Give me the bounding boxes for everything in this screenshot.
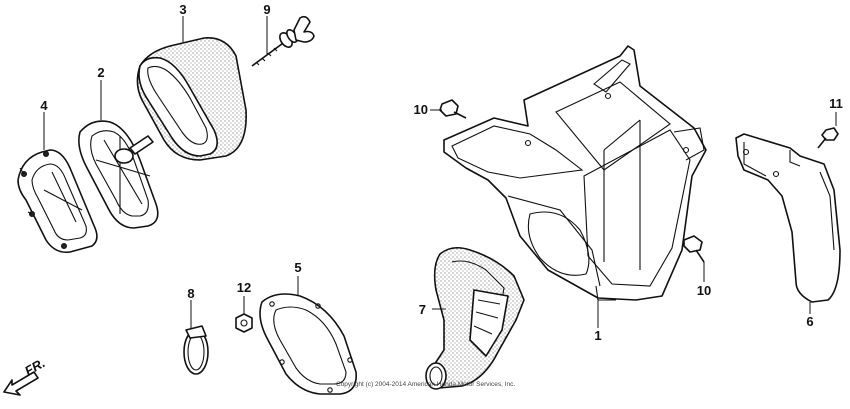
copyright-notice: Copyright (c) 2004-2014 American Honda M… bbox=[336, 381, 515, 388]
part-8-hose-clamp[interactable] bbox=[183, 325, 209, 375]
part-9-wing-bolt[interactable] bbox=[251, 15, 315, 67]
leader-lines bbox=[43, 16, 837, 328]
callout-5: 5 bbox=[294, 260, 301, 275]
part-6-mud-guard[interactable] bbox=[735, 133, 841, 303]
part-1-air-cleaner-case[interactable] bbox=[443, 45, 707, 301]
callout-1: 1 bbox=[594, 328, 601, 343]
front-direction-indicator: FR. bbox=[3, 355, 48, 396]
part-10-lower-flange-bolt[interactable] bbox=[683, 235, 705, 263]
part-5-gasket[interactable] bbox=[259, 293, 357, 395]
callout-11: 11 bbox=[829, 96, 843, 111]
part-4-filter-cage-base[interactable] bbox=[17, 149, 98, 254]
callout-8: 8 bbox=[187, 286, 194, 301]
part-10-upper-flange-bolt[interactable] bbox=[439, 99, 467, 119]
callout-4: 4 bbox=[40, 98, 48, 113]
part-11-screw[interactable] bbox=[817, 127, 839, 149]
callout-labels: 3 2 4 9 10 1 10 11 6 7 5 12 8 bbox=[40, 2, 842, 343]
part-7-connecting-tube[interactable] bbox=[425, 246, 525, 390]
callout-3: 3 bbox=[179, 2, 186, 17]
part-3-foam-filter-element[interactable] bbox=[136, 37, 247, 161]
callout-6: 6 bbox=[806, 314, 813, 329]
callout-10-upper: 10 bbox=[414, 102, 428, 117]
callout-2: 2 bbox=[97, 65, 104, 80]
front-arrow-icon bbox=[3, 371, 39, 396]
callout-12: 12 bbox=[237, 280, 251, 295]
callout-7: 7 bbox=[419, 302, 426, 317]
callout-10-lower: 10 bbox=[697, 283, 711, 298]
part-12-nut[interactable] bbox=[235, 313, 253, 333]
front-label: FR. bbox=[22, 355, 48, 378]
part-2-filter-holder[interactable] bbox=[78, 120, 159, 229]
callout-9: 9 bbox=[263, 2, 270, 17]
